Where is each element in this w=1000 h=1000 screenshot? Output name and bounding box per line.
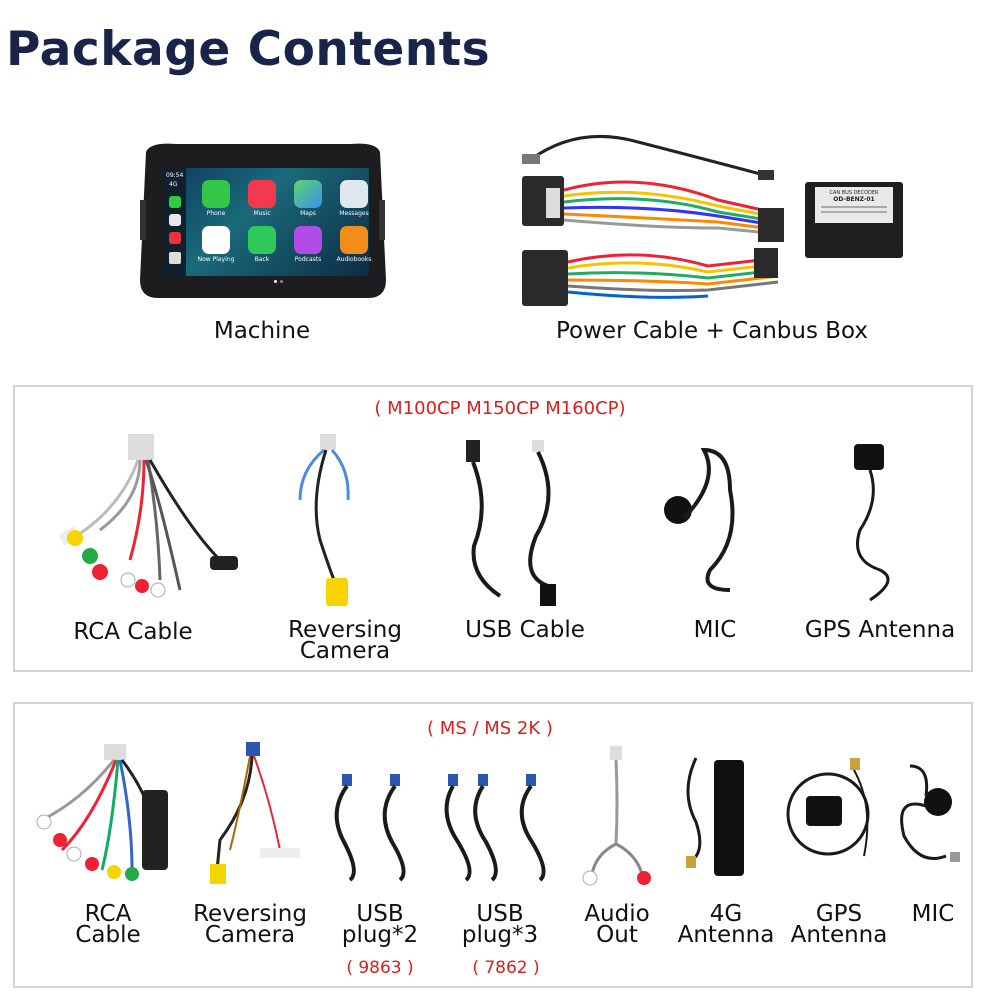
item-usb-plug-2: USB plug*2 (341, 901, 419, 948)
usb-plug-2-image (330, 772, 430, 882)
part-code-9863: ( 9863 ) (346, 958, 414, 978)
podcasts-app-icon[interactable] (294, 226, 322, 254)
usb-cable-image (460, 436, 580, 612)
usb-plug-3-image (442, 772, 568, 882)
audio-out-image (576, 744, 656, 894)
part-code-7862: ( 7862 ) (472, 958, 540, 978)
model-list-1: ( M100CP M150CP M160CP) (374, 398, 626, 419)
mic-image (660, 440, 760, 610)
audiobooks-app-icon[interactable] (340, 226, 368, 254)
rca-cable-image-2 (22, 740, 172, 890)
item-usb-plug-3: USB plug*3 (461, 901, 539, 948)
page-title: Package Contents (6, 22, 491, 77)
messages-app-icon[interactable] (340, 180, 368, 208)
item-usb-cable: USB Cable (465, 617, 585, 643)
reversing-camera-image-2 (200, 740, 310, 890)
item-reversing-camera-2: Reversing Camera (193, 901, 307, 948)
machine-label: Machine (213, 318, 311, 344)
canbus-box-image: CAN BUS DECODER OD-BENZ-01 (805, 182, 903, 258)
model-list-2: ( MS / MS 2K ) (427, 718, 553, 739)
mic-image-2 (890, 756, 966, 876)
item-gps-antenna: GPS Antenna (804, 617, 956, 643)
4g-antenna-image (676, 752, 756, 882)
panel-model-group-2 (13, 702, 973, 988)
machine-image: 09:54 4G Phone Music Maps Messages Now P… (136, 140, 389, 303)
maps-app-icon[interactable] (294, 180, 322, 208)
now-playing-app-icon[interactable] (202, 226, 230, 254)
item-rca-cable-2: RCA Cable (75, 901, 141, 948)
gps-antenna-image (840, 440, 920, 610)
screen: 09:54 4G Phone Music Maps Messages Now P… (164, 168, 371, 283)
power-cable-label: Power Cable + Canbus Box (556, 318, 868, 344)
gps-antenna-image-2 (784, 756, 884, 866)
panel-model-group-1 (13, 385, 973, 672)
back-app-icon[interactable] (248, 226, 276, 254)
item-reversing-camera: Reversing Camera (288, 617, 402, 664)
item-mic: MIC (693, 617, 737, 643)
rca-cable-image (40, 430, 250, 610)
phone-app-icon[interactable] (202, 180, 230, 208)
power-cable-image (518, 130, 798, 310)
item-audio-out: Audio Out (584, 901, 650, 948)
item-mic-2: MIC (911, 901, 955, 927)
reversing-camera-image (290, 430, 370, 610)
item-rca-cable: RCA Cable (73, 619, 193, 645)
item-gps-antenna-2: GPS Antenna (790, 901, 888, 948)
item-4g-antenna: 4G Antenna (677, 901, 775, 948)
music-app-icon[interactable] (248, 180, 276, 208)
